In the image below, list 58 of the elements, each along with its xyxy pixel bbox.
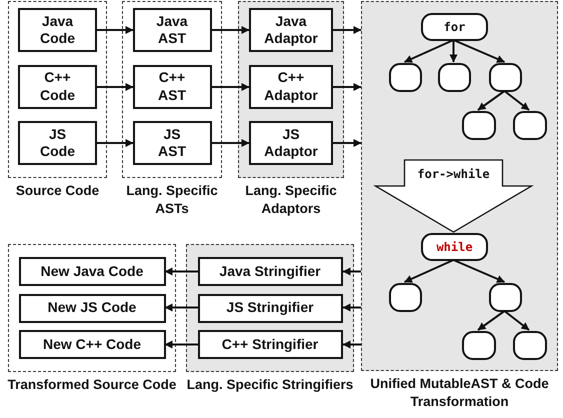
group-caption: Unified MutableAST & Code Transformation xyxy=(369,375,550,410)
group-caption: Transformed Source Code xyxy=(6,376,178,394)
tree-node: for xyxy=(421,13,488,41)
arrow xyxy=(477,90,506,111)
empty-tree-node xyxy=(489,63,522,92)
block-arrow xyxy=(373,159,534,233)
empty-tree-node xyxy=(438,63,471,92)
process-box: Java AST xyxy=(132,8,212,52)
empty-tree-node xyxy=(513,331,547,360)
empty-tree-node xyxy=(389,283,422,312)
arrow xyxy=(212,139,250,147)
arrow xyxy=(97,83,134,91)
empty-tree-node xyxy=(462,111,496,140)
arrow xyxy=(477,310,506,331)
process-box: JS AST xyxy=(132,121,212,165)
process-box: JS Adaptor xyxy=(249,121,333,165)
process-box: Java Adaptor xyxy=(249,8,333,52)
arrow xyxy=(97,26,134,34)
arrow xyxy=(504,90,530,111)
arrow xyxy=(342,340,361,348)
arrow xyxy=(404,259,454,283)
arrow xyxy=(404,39,454,63)
process-box: C++ Adaptor xyxy=(249,64,333,108)
group-caption: Lang. Specific Adaptors xyxy=(244,182,338,218)
arrow xyxy=(342,268,361,276)
arrow xyxy=(333,26,362,34)
arrow xyxy=(164,268,198,276)
empty-tree-node xyxy=(489,283,522,312)
arrow xyxy=(450,40,458,62)
process-box: C++ Code xyxy=(18,64,97,108)
arrow xyxy=(453,39,505,63)
arrow xyxy=(504,310,530,331)
process-box: New C++ Code xyxy=(18,330,166,359)
process-box: Java Stringifier xyxy=(198,257,342,286)
process-box: JS Code xyxy=(18,121,97,165)
arrow xyxy=(212,26,250,34)
empty-tree-node xyxy=(389,63,422,92)
arrow xyxy=(97,139,134,147)
arrow xyxy=(333,139,362,147)
process-box: New Java Code xyxy=(18,257,166,286)
arrow xyxy=(212,83,250,91)
edge-label: for->while xyxy=(416,167,491,181)
group-caption: Source Code xyxy=(14,182,100,200)
group-caption: Lang. Specific Stringifiers xyxy=(186,376,354,394)
process-box: JS Stringifier xyxy=(198,294,342,322)
process-box: Java Code xyxy=(18,8,97,52)
arrow xyxy=(333,83,362,91)
process-box: New JS Code xyxy=(18,294,166,322)
empty-tree-node xyxy=(513,111,547,140)
group-caption: Lang. Specific ASTs xyxy=(125,182,219,218)
arrow xyxy=(342,304,361,312)
process-box: C++ Stringifier xyxy=(198,330,342,359)
process-box: C++ AST xyxy=(132,64,212,108)
empty-tree-node xyxy=(462,331,496,360)
tree-node: while xyxy=(421,233,488,261)
arrow xyxy=(453,259,505,283)
arrow xyxy=(164,340,198,348)
arrow xyxy=(164,304,198,312)
